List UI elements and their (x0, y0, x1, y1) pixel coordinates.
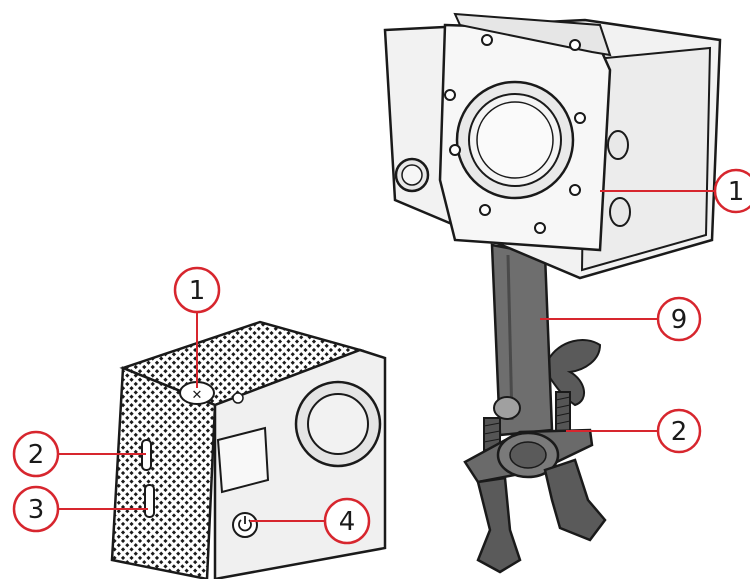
bolt-head (493, 396, 521, 420)
side-button-lower (144, 484, 155, 518)
callout-camera-power-button: 4 (250, 497, 371, 545)
housing-screw-icon (569, 184, 581, 196)
waterproof-housing (383, 12, 722, 280)
callout-camera-top-button: 1 (173, 266, 221, 388)
callout-circle (713, 168, 750, 214)
callout-circle (656, 408, 702, 454)
callout-camera-side-upper: 2 (12, 430, 146, 478)
callout-clamp: 2 (566, 408, 702, 454)
callout-number: 1 (728, 177, 745, 207)
callout-pole: 9 (540, 296, 702, 342)
callout-circle (656, 296, 702, 342)
callouts: 1 9 2 1 2 3 4 (12, 168, 750, 545)
callout-number: 2 (671, 417, 688, 447)
callout-housing: 1 (600, 168, 750, 214)
housing-screw-icon (569, 39, 581, 51)
callout-circle (12, 485, 60, 533)
power-button-icon (232, 512, 258, 538)
callout-circle (323, 497, 371, 545)
housing-screw-icon (481, 34, 493, 46)
callout-circle (173, 266, 221, 314)
svg-text:✕: ✕ (192, 388, 203, 403)
housing-screw-icon (534, 222, 546, 234)
callout-number: 3 (28, 495, 45, 525)
callout-number: 9 (671, 305, 688, 335)
housing-screw-icon (479, 204, 491, 216)
callout-circle (12, 430, 60, 478)
threaded-rod-right (555, 391, 571, 435)
clamp-leg-right (543, 458, 607, 542)
callout-number: 2 (28, 440, 45, 470)
callout-camera-side-lower: 3 (12, 485, 148, 533)
handlebar-mount (463, 243, 607, 574)
housing-screw-icon (574, 112, 586, 124)
housing-screw-icon (449, 144, 461, 156)
callout-number: 4 (339, 507, 356, 537)
callout-number: 1 (189, 276, 206, 306)
housing-button-side (607, 130, 629, 160)
housing-screw-icon (444, 89, 456, 101)
camera-display (216, 426, 270, 494)
clamp-leg-left (476, 476, 522, 574)
housing-button-side (609, 197, 631, 227)
